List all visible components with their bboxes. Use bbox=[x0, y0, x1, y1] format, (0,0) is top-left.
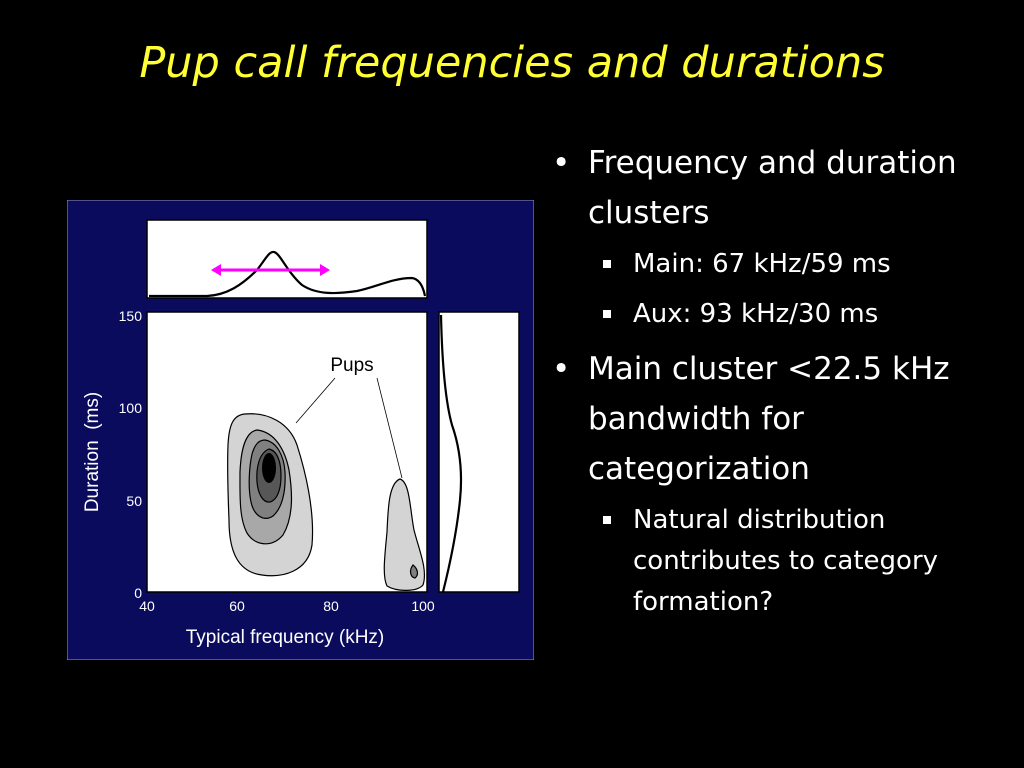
y-axis-label: Duration (ms) bbox=[82, 392, 103, 512]
x-axis-label: Typical frequency (kHz) bbox=[186, 627, 385, 648]
sub-bullet-item: Aux: 93 kHz/30 ms bbox=[548, 294, 1018, 335]
y-tick-label: 100 bbox=[119, 400, 143, 416]
square-bullet-icon bbox=[603, 260, 611, 268]
y-tick-label: 0 bbox=[134, 585, 142, 601]
bullet-marker: • bbox=[552, 351, 571, 387]
y-tick-label: 150 bbox=[119, 308, 143, 324]
pups-annotation: Pups bbox=[330, 355, 373, 376]
sub-bullet-item: Natural distribution contributes to cate… bbox=[548, 500, 1018, 623]
bandwidth-arrow-right-head bbox=[320, 264, 330, 276]
slide-title: Pup call frequencies and durations bbox=[139, 38, 885, 88]
sub-bullet-item: Main: 67 kHz/59 ms bbox=[548, 244, 1018, 285]
figure-svg: Pups 150 100 50 0 40 60 80 100 Typical f… bbox=[66, 199, 535, 661]
sub-bullet-text: Main: 67 kHz/59 ms bbox=[633, 249, 891, 279]
bullet-item: • Main cluster <22.5 kHz bandwidth for c… bbox=[548, 344, 1018, 494]
bullet-marker: • bbox=[552, 145, 571, 181]
pups-pointer-aux bbox=[376, 377, 403, 479]
aux-cluster-peak bbox=[409, 564, 419, 579]
x-tick-label: 80 bbox=[323, 598, 339, 614]
bullet-text: Main cluster <22.5 kHz bandwidth for cat… bbox=[588, 351, 950, 487]
main-cluster-peak bbox=[262, 453, 276, 483]
sub-bullet-text: Natural distribution contributes to cate… bbox=[633, 505, 939, 617]
aux-cluster-contour-1 bbox=[383, 478, 426, 591]
sub-bullet-text: Aux: 93 kHz/30 ms bbox=[633, 299, 879, 329]
bullet-text: Frequency and duration clusters bbox=[588, 145, 957, 231]
duration-distribution-curve bbox=[439, 314, 463, 593]
x-tick-label: 40 bbox=[139, 598, 155, 614]
duration-marginal-panel bbox=[438, 311, 520, 593]
contour-figure: Pups 150 100 50 0 40 60 80 100 Typical f… bbox=[66, 199, 535, 661]
pups-pointer-main bbox=[295, 377, 336, 424]
bandwidth-arrow-left-head bbox=[211, 264, 221, 276]
square-bullet-icon bbox=[603, 310, 611, 318]
x-tick-label: 100 bbox=[411, 598, 435, 614]
frequency-marginal-panel bbox=[146, 219, 428, 299]
bullet-list: • Frequency and duration clusters Main: … bbox=[548, 138, 1018, 632]
square-bullet-icon bbox=[603, 516, 611, 524]
x-tick-label: 60 bbox=[229, 598, 245, 614]
y-tick-label: 50 bbox=[126, 493, 142, 509]
bullet-item: • Frequency and duration clusters bbox=[548, 138, 1018, 238]
